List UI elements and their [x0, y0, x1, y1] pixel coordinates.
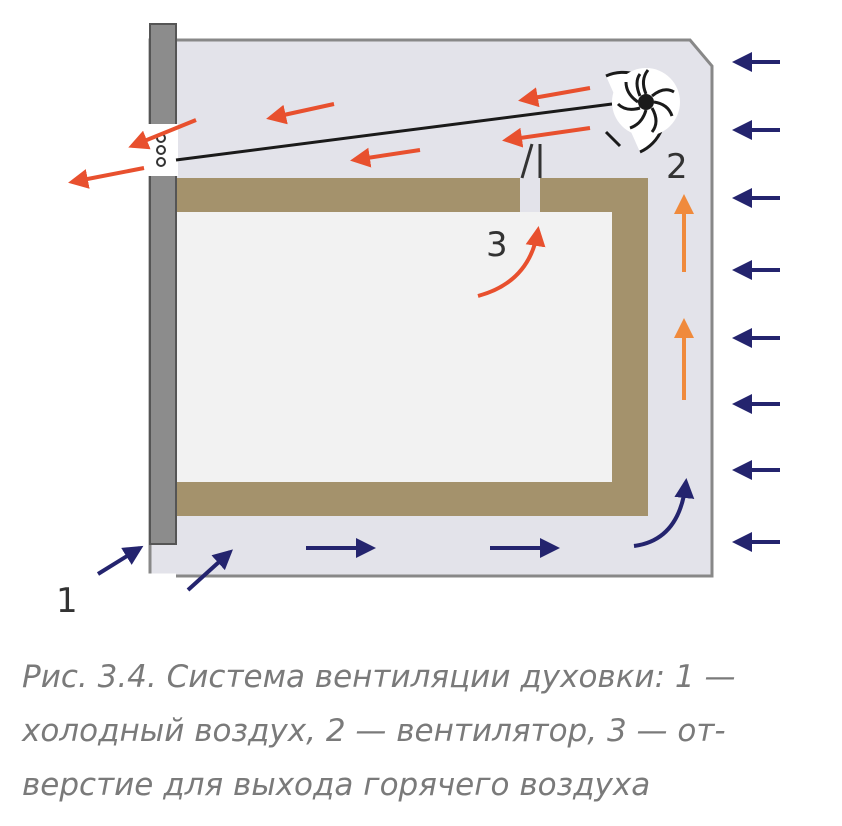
- hot-air-arrow: [477, 226, 546, 298]
- hot-air-arrow: [68, 166, 145, 189]
- label-fan: 2: [666, 147, 688, 187]
- air-duct: [175, 102, 613, 162]
- figure-caption: Рис. 3.4. Система вентиляции духовки: 1 …: [22, 650, 832, 812]
- hot-air-arrow: [350, 147, 421, 168]
- hot-air-arrow: [502, 126, 591, 148]
- hot-air-arrow: [266, 102, 335, 125]
- caption-line: холодный воздух, 2 — вентилятор, 3 — от-: [22, 713, 726, 749]
- vent-hole: [156, 145, 166, 155]
- label-cold-air: 1: [56, 581, 78, 621]
- caption-line: Рис. 3.4. Система вентиляции духовки: 1 …: [22, 659, 736, 695]
- hot-air-hole: [520, 178, 540, 212]
- insulation-layer: [176, 178, 520, 212]
- hole-duct: [520, 143, 534, 179]
- oven-door: [149, 23, 177, 545]
- cold-air-arrow: [186, 549, 233, 592]
- vent-hole: [156, 157, 166, 167]
- cold-air-arrow: [633, 478, 695, 548]
- insulation-inner-edge: [176, 212, 612, 482]
- hot-air-arrow: [518, 86, 591, 108]
- insulation-layer-right: [176, 178, 648, 516]
- fan-icon: [604, 68, 680, 154]
- caption-line: верстие для выхода горячего воздуха: [22, 767, 651, 803]
- oven-ventilation-diagram: 1 2 3: [56, 23, 780, 621]
- hot-air-arrow: [128, 118, 197, 150]
- cold-air-arrow: [96, 545, 144, 576]
- label-hot-air-hole: 3: [486, 225, 508, 265]
